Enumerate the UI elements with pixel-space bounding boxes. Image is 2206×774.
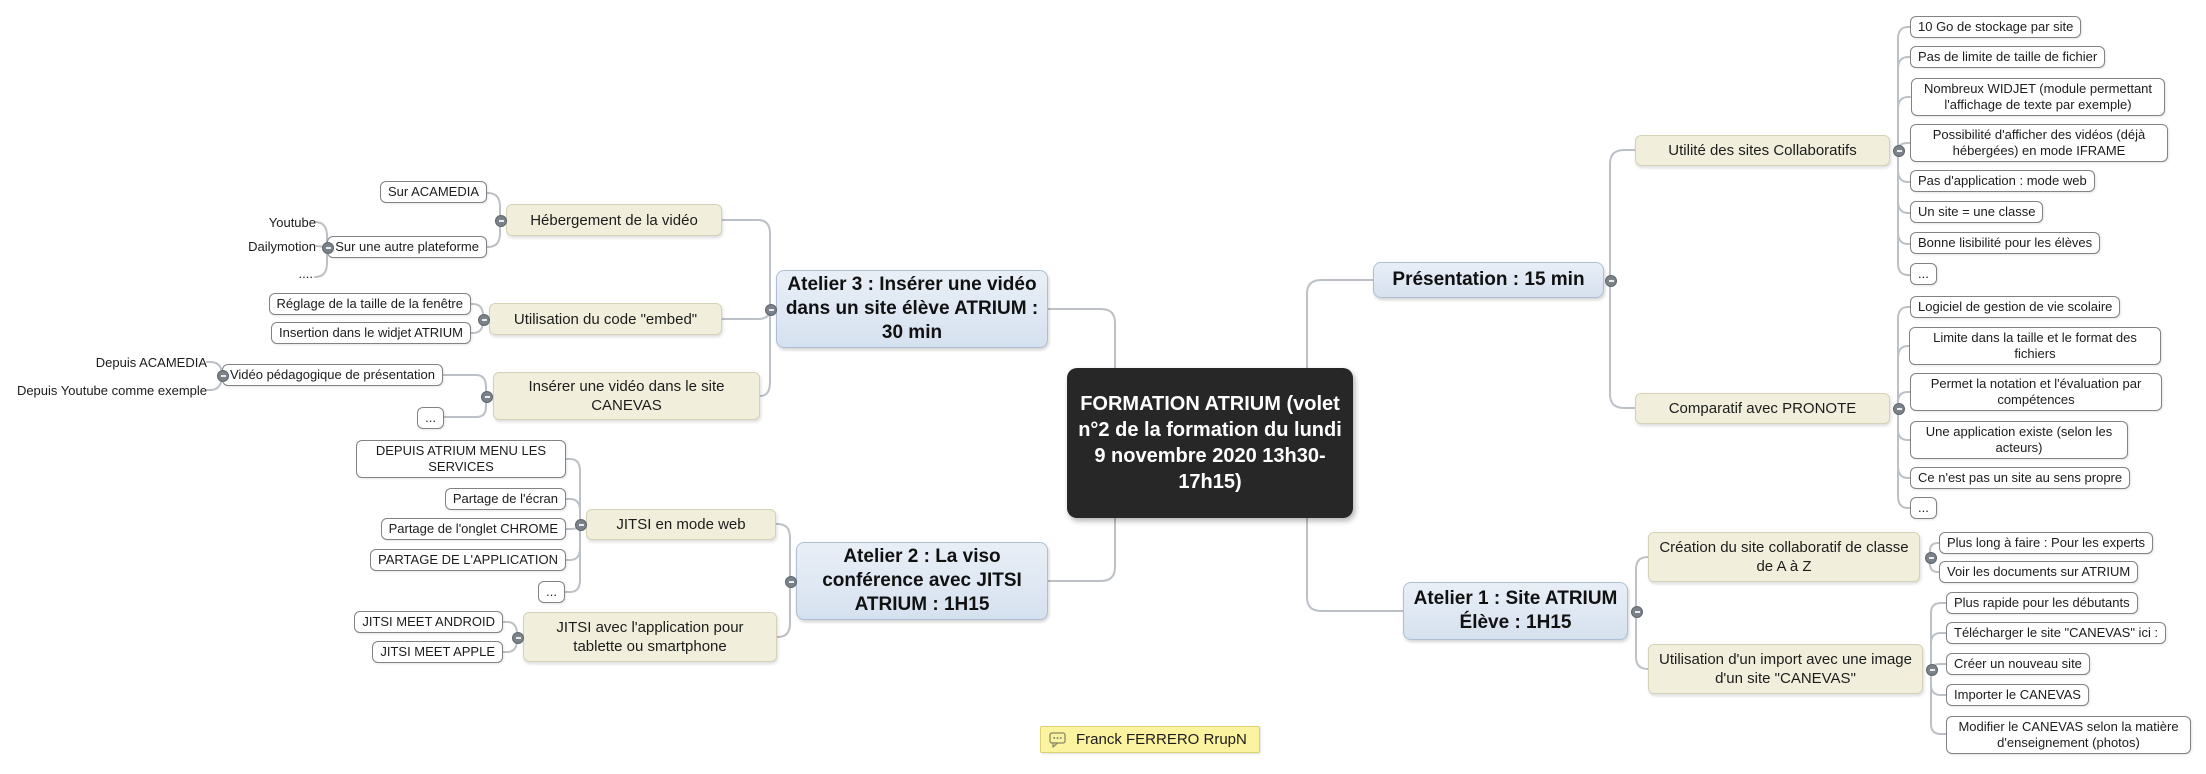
author-note[interactable]: Franck FERRERO RrupN — [1040, 726, 1260, 753]
topic-pas-site-sens-propre[interactable]: Ce n'est pas un site au sens propre — [1910, 467, 2131, 489]
subtopic-comparatif-pronote[interactable]: Comparatif avec PRONOTE — [1635, 393, 1890, 424]
topic-pas-application-web[interactable]: Pas d'application : mode web — [1910, 170, 2095, 192]
collapse-dot-atelier1[interactable] — [1631, 606, 1643, 618]
collapse-dot-atelier3[interactable] — [765, 304, 777, 316]
topic-sur-acamedia[interactable]: Sur ACAMEDIA — [379, 181, 487, 203]
topic-plus-rapide-debutants[interactable]: Plus rapide pour les débutants — [1946, 592, 2138, 614]
collapse-dot-video-pedagogique[interactable] — [217, 370, 229, 382]
topic-un-site-une-classe[interactable]: Un site = une classe — [1910, 201, 2044, 223]
subtopic-utilite-sites-collaboratifs[interactable]: Utilité des sites Collaboratifs — [1635, 135, 1890, 166]
topic-partage-onglet-chrome[interactable]: Partage de l'onglet CHROME — [380, 518, 566, 540]
topic-insertion-widjet-atrium[interactable]: Insertion dans le widjet ATRIUM — [271, 322, 471, 344]
topic-telecharger-canevas[interactable]: Télécharger le site "CANEVAS" ici : — [1946, 622, 2167, 644]
subtopic-jitsi-application[interactable]: JITSI avec l'application pour tablette o… — [523, 612, 777, 662]
topic-nombreux-widjet[interactable]: Nombreux WIDJET (module permettant l'aff… — [1911, 78, 2165, 116]
subtopic-creation-site-collaboratif[interactable]: Création du site collaboratif de classe … — [1648, 532, 1920, 582]
collapse-dot-presentation[interactable] — [1605, 275, 1617, 287]
topic-jitsi-meet-apple[interactable]: JITSI MEET APPLE — [372, 641, 503, 663]
topic-depuis-acamedia[interactable]: Depuis ACAMEDIA — [95, 355, 207, 370]
main-topic-atelier2[interactable]: Atelier 2 : La viso conférence avec JITS… — [796, 542, 1048, 620]
collapse-dot-inserer-video[interactable] — [481, 391, 493, 403]
collapse-dot-code-embed[interactable] — [478, 314, 490, 326]
topic-autres-plateformes-ellipsis[interactable]: .... — [298, 266, 313, 281]
topic-jitsi-web-ellipsis[interactable]: ... — [538, 581, 565, 603]
topic-10go-stockage[interactable]: 10 Go de stockage par site — [1910, 16, 2082, 38]
main-topic-atelier1[interactable]: Atelier 1 : Site ATRIUM Élève : 1H15 — [1403, 582, 1628, 640]
collapse-dot-atelier2[interactable] — [785, 576, 797, 588]
collapse-dot-jitsi-web[interactable] — [575, 519, 587, 531]
subtopic-inserer-video-canevas[interactable]: Insérer une vidéo dans le site CANEVAS — [493, 372, 760, 420]
subtopic-jitsi-mode-web[interactable]: JITSI en mode web — [586, 509, 776, 540]
topic-canevas-ellipsis[interactable]: ... — [417, 407, 444, 429]
subtopic-hebergement-video[interactable]: Hébergement de la vidéo — [506, 204, 722, 236]
subtopic-code-embed[interactable]: Utilisation du code "embed" — [489, 303, 722, 335]
topic-voir-documents-atrium[interactable]: Voir les documents sur ATRIUM — [1939, 561, 2139, 583]
collapse-dot-creation[interactable] — [1925, 552, 1937, 564]
topic-depuis-youtube[interactable]: Depuis Youtube comme exemple — [16, 383, 207, 398]
main-topic-atelier3[interactable]: Atelier 3 : Insérer une vidéo dans un si… — [776, 270, 1048, 348]
topic-possibilite-videos-iframe[interactable]: Possibilité d'afficher des vidéos (déjà … — [1910, 124, 2168, 162]
topic-modifier-canevas-matiere[interactable]: Modifier le CANEVAS selon la matière d'e… — [1946, 716, 2191, 754]
root-topic[interactable]: FORMATION ATRIUM (volet n°2 de la format… — [1067, 368, 1353, 518]
topic-dailymotion[interactable]: Dailymotion — [248, 239, 316, 254]
topic-limite-taille-format[interactable]: Limite dans la taille et le format des f… — [1909, 327, 2161, 365]
main-topic-presentation[interactable]: Présentation : 15 min — [1373, 262, 1604, 298]
collapse-dot-hebergement[interactable] — [495, 215, 507, 227]
topic-pas-limite-taille[interactable]: Pas de limite de taille de fichier — [1910, 46, 2106, 68]
collapse-dot-utilite[interactable] — [1893, 145, 1905, 157]
topic-depuis-atrium-menu-services[interactable]: DEPUIS ATRIUM MENU LES SERVICES — [356, 440, 566, 478]
note-label: Franck FERRERO RrupN — [1076, 731, 1247, 748]
collapse-dot-import[interactable] — [1926, 664, 1938, 676]
speech-bubble-icon — [1049, 731, 1068, 748]
topic-importer-canevas[interactable]: Importer le CANEVAS — [1946, 684, 2089, 706]
topic-creer-nouveau-site[interactable]: Créer un nouveau site — [1946, 653, 2090, 675]
topic-application-existe[interactable]: Une application existe (selon les acteur… — [1910, 421, 2128, 459]
topic-youtube[interactable]: Youtube — [268, 215, 316, 230]
topic-logiciel-vie-scolaire[interactable]: Logiciel de gestion de vie scolaire — [1910, 296, 2121, 318]
topic-notation-competences[interactable]: Permet la notation et l'évaluation par c… — [1910, 373, 2162, 411]
topic-utilite-ellipsis[interactable]: ... — [1910, 263, 1937, 285]
collapse-dot-jitsi-app[interactable] — [512, 632, 524, 644]
topic-video-pedagogique[interactable]: Vidéo pédagogique de présentation — [221, 364, 443, 386]
topic-bonne-lisibilite[interactable]: Bonne lisibilité pour les élèves — [1910, 232, 2101, 254]
topic-comparatif-ellipsis[interactable]: ... — [1910, 497, 1937, 519]
topic-reglage-taille-fenetre[interactable]: Réglage de la taille de la fenêtre — [268, 293, 471, 315]
collapse-dot-autre-plateforme[interactable] — [322, 242, 334, 254]
subtopic-import-image-canevas[interactable]: Utilisation d'un import avec une image d… — [1648, 644, 1923, 694]
topic-partage-application[interactable]: PARTAGE DE L'APPLICATION — [370, 549, 566, 571]
topic-plus-long-experts[interactable]: Plus long à faire : Pour les experts — [1939, 532, 2153, 554]
topic-partage-ecran[interactable]: Partage de l'écran — [444, 488, 566, 510]
collapse-dot-comparatif[interactable] — [1893, 403, 1905, 415]
topic-jitsi-meet-android[interactable]: JITSI MEET ANDROID — [354, 611, 503, 633]
topic-sur-autre-plateforme[interactable]: Sur une autre plateforme — [327, 236, 487, 258]
